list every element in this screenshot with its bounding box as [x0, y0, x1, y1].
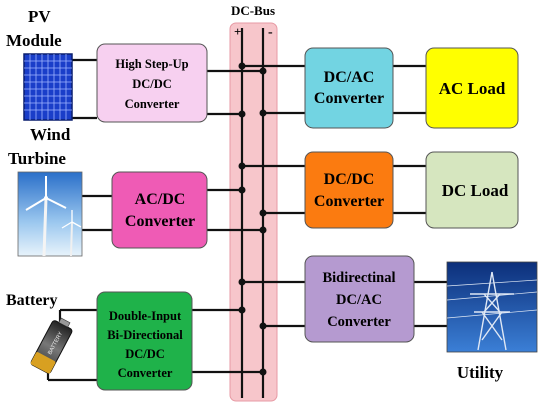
dc-bus-minus-label: - [268, 25, 273, 40]
right-wiring [242, 64, 447, 328]
high-step-up-line2: DC/DC [132, 77, 172, 91]
dc-ac-converter-box [304, 47, 394, 129]
double-input-converter-box [96, 291, 193, 391]
bidirectional-line2: DC/AC [336, 292, 382, 308]
dc-load-label: DC Load [442, 181, 509, 200]
dc-load-box [425, 151, 519, 229]
wind-label-line1: Wind [30, 125, 71, 144]
high-step-up-converter-box [96, 43, 208, 123]
ac-load-label: AC Load [439, 79, 506, 98]
double-input-line4: Converter [118, 366, 173, 380]
ac-dc-converter-box [111, 171, 208, 249]
pv-label-line1: PV [28, 7, 51, 26]
dc-dc-line2: Converter [314, 193, 384, 210]
transmission-tower-icon [446, 261, 538, 353]
left-wiring [46, 58, 263, 382]
pv-label-line2: Module [6, 31, 62, 50]
dc-dc-converter-box [304, 151, 394, 229]
battery-label: Battery [6, 292, 58, 309]
dc-ac-line1: DC/AC [324, 69, 375, 86]
high-step-up-line1: High Step-Up [115, 57, 188, 71]
dc-ac-line2: Converter [314, 90, 384, 107]
double-input-line3: DC/DC [125, 347, 165, 361]
battery-icon: BATTERY [30, 317, 73, 374]
high-step-up-line3: Converter [125, 97, 180, 111]
wind-label-line2: Turbine [8, 149, 66, 168]
bidirectional-line1: Bidirectinal [322, 270, 395, 286]
dc-bus-title: DC-Bus [231, 3, 275, 18]
double-input-line1: Double-Input [109, 309, 182, 323]
ac-dc-line1: AC/DC [135, 191, 186, 208]
bus-junction-dots [238, 62, 267, 376]
solar-panel-icon [23, 53, 73, 121]
bidirectional-line3: Converter [327, 314, 391, 330]
ac-dc-line2: Converter [125, 213, 195, 230]
wind-turbine-icon [17, 171, 83, 257]
dc-dc-line1: DC/DC [324, 171, 375, 188]
bidirectional-converter-box [304, 255, 415, 343]
double-input-line2: Bi-Directional [107, 328, 183, 342]
ac-load-box [425, 47, 519, 129]
utility-label: Utility [457, 363, 504, 382]
dc-bus-plus-label: + [234, 24, 241, 39]
